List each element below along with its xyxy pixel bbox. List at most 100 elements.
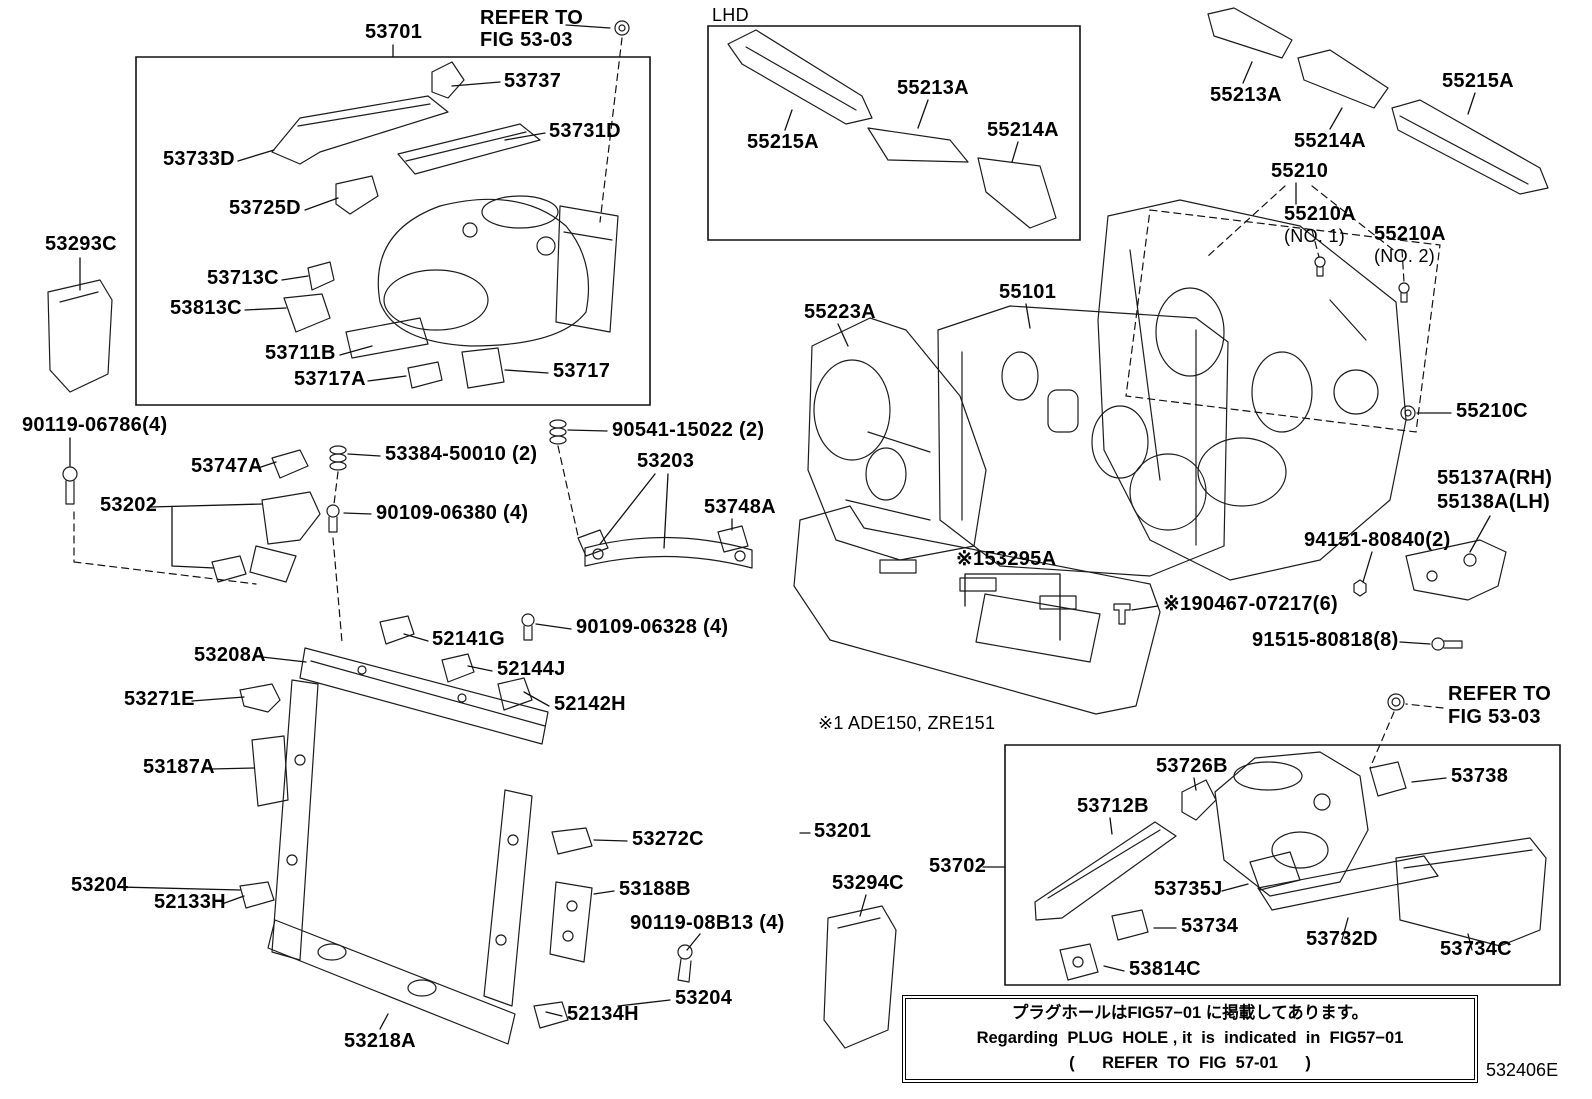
part-label-54-55138alh: 55138A(LH) — [1437, 491, 1551, 513]
sketch-55210-insulator — [1098, 200, 1406, 580]
part-label-68-53814c: 53814C — [1129, 958, 1201, 980]
part-label-10-53711b: 53711B — [265, 342, 336, 364]
part-label-57-190467072176: ※190467-07217(6) — [1163, 593, 1339, 615]
part-label-58-91515808188: 91515-80818(8) — [1252, 629, 1399, 651]
part-label-0-53701: 53701 — [365, 21, 423, 43]
part-label-63-53738: 53738 — [1451, 765, 1509, 787]
sketch-radiator-support-assembly — [240, 614, 692, 1044]
part-label-70-53734c: 53734C — [1440, 938, 1512, 960]
part-label-24-52144j: 52144J — [497, 658, 566, 680]
sketch-left-fasteners — [63, 420, 566, 532]
part-label-17-90109063804: 90109-06380 (4) — [376, 502, 529, 524]
part-label-61-1ade150zre151: ※1 ADE150, ZRE151 — [818, 713, 996, 733]
part-label-69-53732d: 53732D — [1306, 928, 1378, 950]
part-label-38-lhd: LHD — [712, 5, 749, 25]
part-label-14-53747a: 53747A — [191, 455, 263, 477]
part-label-26-52142h: 52142H — [554, 693, 626, 715]
part-label-20-53748a: 53748A — [704, 496, 776, 518]
drawing-number: 532406E — [1486, 1060, 1559, 1080]
note-line-refer: ( REFER TO FIG 57-01 ) — [1069, 1053, 1311, 1072]
part-label-30-53204: 53204 — [71, 874, 129, 896]
part-label-60-fig5303: FIG 53-03 — [1448, 706, 1541, 728]
part-label-67-53734: 53734 — [1181, 915, 1239, 937]
part-label-42-55223a: 55223A — [804, 301, 876, 323]
part-label-18-90541150222: 90541-15022 (2) — [612, 419, 765, 441]
part-label-35-52134h: 52134H — [567, 1003, 639, 1025]
sketch-55137A-bracket — [1406, 540, 1506, 600]
part-label-33-9011908b134: 90119-08B13 (4) — [630, 912, 785, 934]
part-label-49-no1: (NO. 1) — [1284, 226, 1346, 246]
part-label-50-55210a: 55210A — [1374, 223, 1446, 245]
part-label-40-55214a: 55214A — [987, 119, 1059, 141]
part-label-5-53733d: 53733D — [163, 148, 235, 170]
note-line-english: Regarding PLUG HOLE , it is indicated in… — [976, 1029, 1404, 1048]
sketch-cowl-panels-rh — [1208, 8, 1548, 194]
part-label-13-90119067864: 90119-06786(4) — [22, 414, 168, 436]
part-label-41-55215a: 55215A — [747, 131, 819, 153]
part-label-44-55213a: 55213A — [1210, 84, 1282, 106]
part-label-19-53203: 53203 — [637, 450, 695, 472]
part-label-36-53218a: 53218A — [344, 1030, 416, 1052]
part-label-23-53208a: 53208A — [194, 644, 266, 666]
part-label-56-153295a: ※153295A — [956, 548, 1057, 570]
sketch-53202-brackets — [212, 492, 320, 582]
frame-box-53701 — [136, 57, 650, 405]
part-label-55-94151808402: 94151-80840(2) — [1304, 529, 1451, 551]
part-label-31-52133h: 52133H — [154, 891, 226, 913]
dashed-lines — [74, 38, 1443, 768]
frame-box-lhd — [708, 26, 1080, 240]
plug-hole-note-box: プラグホールはFIG57−01 に掲載してあります。 Regarding PLU… — [902, 995, 1478, 1083]
part-label-46-55215a: 55215A — [1442, 70, 1514, 92]
part-label-3-53737: 53737 — [504, 70, 562, 92]
part-label-15-53384500102: 53384-50010 (2) — [385, 443, 538, 465]
sketch-53293C-shield — [48, 280, 112, 392]
part-label-66-53735j: 53735J — [1154, 878, 1223, 900]
part-label-28-53272c: 53272C — [632, 828, 704, 850]
part-label-53-55137arh: 55137A(RH) — [1437, 467, 1553, 489]
part-label-64-53712b: 53712B — [1077, 795, 1149, 817]
part-label-34-53204: 53204 — [675, 987, 733, 1009]
sketch-refer-grommet-top — [615, 21, 629, 35]
part-label-8-53713c: 53713C — [207, 267, 279, 289]
sketch-cowl-panels-lhd — [728, 30, 1056, 228]
part-label-43-55101: 55101 — [999, 281, 1057, 303]
part-label-59-referto: REFER TO — [1448, 683, 1552, 705]
part-label-12-53717: 53717 — [553, 360, 611, 382]
part-label-7-53293c: 53293C — [45, 233, 117, 255]
sketch-53294C-shield — [824, 906, 896, 1048]
part-label-37-53294c: 53294C — [832, 872, 904, 894]
part-label-22-90109063284: 90109-06328 (4) — [576, 616, 729, 638]
sketch-right-fasteners — [1114, 257, 1462, 710]
part-label-1-referto: REFER TO — [480, 7, 584, 29]
part-label-45-55214a: 55214A — [1294, 130, 1366, 152]
sketch-53295A-seal-panel — [794, 506, 1160, 714]
sketch-55223A-insulator — [808, 318, 986, 560]
sketch-fender-apron-lh-assembly — [272, 62, 618, 388]
sketch-55101-dash-panel — [938, 306, 1228, 576]
part-label-51-no2: (NO. 2) — [1374, 246, 1436, 266]
part-label-2-fig5303: FIG 53-03 — [480, 29, 573, 51]
part-label-29-53201: 53201 — [814, 820, 872, 842]
sketch-fender-apron-rh-assembly — [1035, 752, 1546, 980]
part-label-52-55210c: 55210C — [1456, 400, 1528, 422]
plug-hole-note-inner: プラグホールはFIG57−01 に掲載してあります。 Regarding PLU… — [905, 998, 1475, 1080]
part-label-62-53726b: 53726B — [1156, 755, 1228, 777]
part-label-48-55210a: 55210A — [1284, 203, 1356, 225]
part-label-6-53725d: 53725D — [229, 197, 301, 219]
part-label-32-53188b: 53188B — [619, 878, 691, 900]
part-label-25-53271e: 53271E — [124, 688, 195, 710]
part-label-11-53717a: 53717A — [294, 368, 366, 390]
frame-box-53702 — [1005, 745, 1560, 985]
note-line-japanese: プラグホールはFIG57−01 に掲載してあります。 — [1011, 1004, 1369, 1023]
leader-lines — [70, 25, 1490, 1029]
part-label-39-55213a: 55213A — [897, 77, 969, 99]
sketch-53203-brace — [578, 526, 752, 568]
part-label-27-53187a: 53187A — [143, 756, 215, 778]
part-label-16-53202: 53202 — [100, 494, 158, 516]
part-label-21-52141g: 52141G — [432, 628, 505, 650]
part-label-9-53813c: 53813C — [170, 297, 242, 319]
part-label-4-53731d: 53731D — [549, 120, 621, 142]
part-label-47-55210: 55210 — [1271, 160, 1329, 182]
